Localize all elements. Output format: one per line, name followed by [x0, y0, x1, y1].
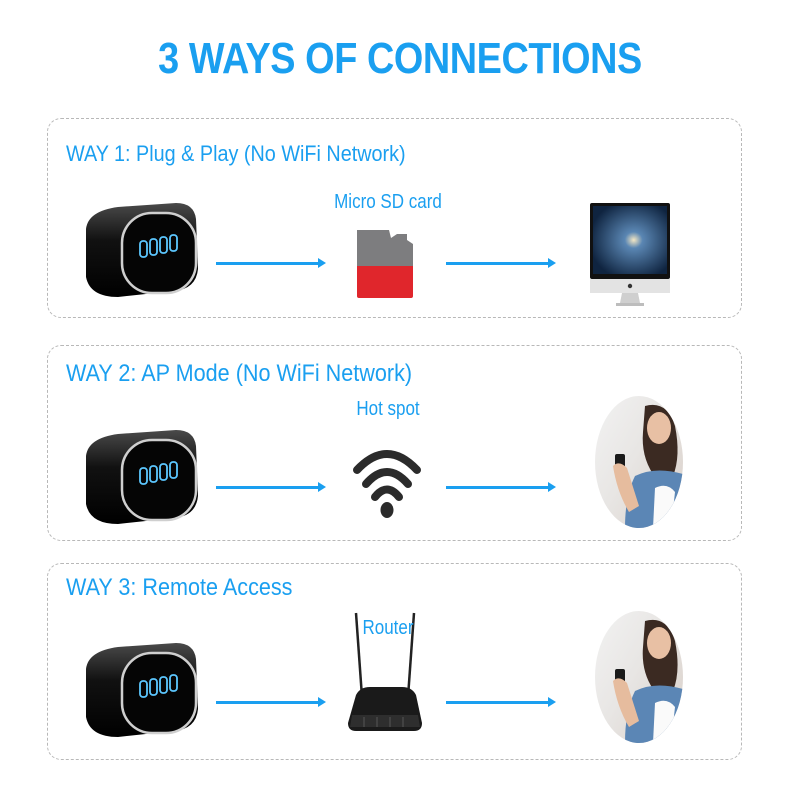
arrow-right-icon: [216, 258, 326, 268]
woman-with-phone-icon: [595, 611, 683, 743]
way-2-middle-label: Hot spot: [356, 398, 420, 420]
clock-camera-icon: [86, 643, 198, 737]
woman-with-phone-icon: [595, 396, 683, 528]
way-3-middle-label: Router: [362, 617, 414, 639]
clock-camera-icon: [86, 203, 198, 297]
sd-card-icon: [357, 230, 413, 298]
computer-monitor-icon: [590, 203, 670, 306]
arrow-right-icon: [446, 258, 556, 268]
way-3-panel: WAY 3: Remote Access Router: [47, 563, 742, 760]
clock-camera-icon: [86, 430, 198, 524]
arrow-right-icon: [446, 697, 556, 707]
way-1-heading: WAY 1: Plug & Play (No WiFi Network): [66, 141, 406, 166]
way-2-panel: WAY 2: AP Mode (No WiFi Network) Hot spo…: [47, 345, 742, 541]
way-1-middle-label: Micro SD card: [334, 191, 442, 213]
page-title: 3 WAYS OF CONNECTIONS: [158, 34, 642, 83]
way-1-panel: WAY 1: Plug & Play (No WiFi Network) Mic…: [47, 118, 742, 318]
arrow-right-icon: [216, 697, 326, 707]
wifi-icon: [353, 450, 421, 518]
arrow-right-icon: [216, 482, 326, 492]
router-icon: [348, 612, 422, 731]
way-2-heading: WAY 2: AP Mode (No WiFi Network): [66, 360, 413, 387]
arrow-right-icon: [446, 482, 556, 492]
way-3-heading: WAY 3: Remote Access: [66, 574, 293, 601]
